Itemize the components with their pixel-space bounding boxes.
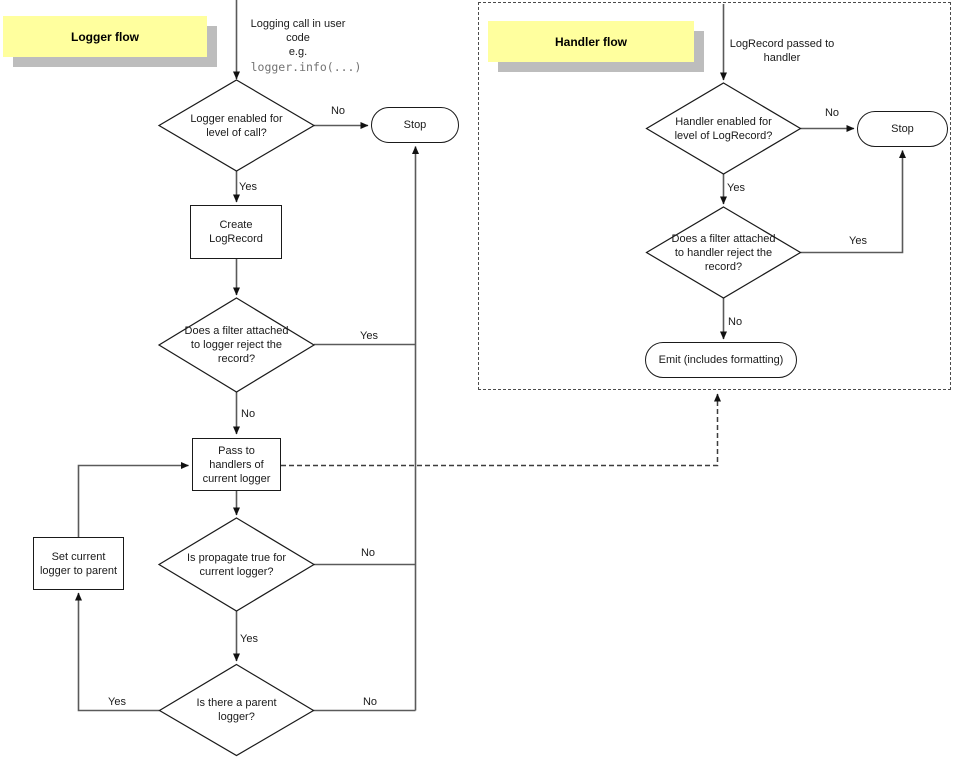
edge-label-propagate-yes: Yes: [240, 633, 258, 645]
decision-logger-filter-label: Does a filter attached to logger reject …: [184, 325, 289, 365]
decision-logger-filter: [157, 297, 316, 393]
edge-label-logger-filter-no: No: [241, 408, 256, 420]
decision-logger-propagate-label: Is propagate true for current logger?: [186, 551, 287, 578]
edge-pass-to-handler-flow-dashed: [281, 393, 721, 467]
decision-logger-parent: [158, 663, 315, 757]
edge-label-logger-level-no: No: [330, 105, 346, 117]
terminal-stop-handler-label: Stop: [891, 123, 914, 135]
edge-label-logger-filter-yes: Yes: [360, 330, 378, 342]
decision-handler-filter: [645, 206, 802, 299]
process-create-logrecord-label: Create LogRecord: [209, 219, 263, 245]
edge-handler-filter-yes: [800, 150, 906, 254]
decision-handler-filter-label: Does a filter attached to handler reject…: [671, 232, 776, 273]
decision-logger-level: [157, 79, 316, 172]
edge-label-handler-level-yes: Yes: [727, 182, 745, 194]
terminal-stop-handler: Stop: [857, 111, 948, 147]
process-pass-to-handlers: Pass to handlers of current logger: [192, 438, 281, 491]
edge-label-parent-yes: Yes: [108, 696, 126, 708]
handler-flow-title: Handler flow: [554, 34, 627, 49]
process-set-current-logger-label: Set current logger to parent: [39, 550, 118, 577]
terminal-stop-logger-label: Stop: [403, 119, 427, 131]
terminal-emit-label: Emit (includes formatting): [658, 354, 784, 366]
decision-handler-level: [645, 82, 802, 175]
decision-handler-level-label: Handler enabled for level of LogRecord?: [674, 115, 773, 142]
process-pass-to-handlers-label: Pass to handlers of current logger: [202, 444, 271, 485]
handler-flow-region: [478, 2, 951, 390]
logger-entry-code: logger.info(...): [250, 60, 362, 74]
edge-parent-yes: [75, 592, 160, 712]
edge-label-propagate-no: No: [360, 547, 376, 559]
edge-label-logger-level-yes: Yes: [239, 181, 257, 193]
note-handler-flow: Handler flow: [488, 21, 694, 62]
logger-flow-title: Logger flow: [71, 29, 139, 44]
note-logger-flow: Logger flow: [3, 16, 207, 57]
edge-label-parent-no: No: [362, 696, 378, 708]
edge-label-handler-filter-yes: Yes: [849, 235, 867, 247]
edge-setparent-to-pass: [77, 462, 189, 537]
process-set-current-logger: Set current logger to parent: [33, 537, 124, 590]
decision-logger-level-label: Logger enabled for level of call?: [190, 112, 283, 139]
process-create-logrecord: Create LogRecord: [190, 205, 282, 259]
decision-logger-propagate: [157, 517, 316, 612]
decision-logger-parent-label: Is there a parent logger?: [196, 697, 277, 723]
terminal-stop-logger: Stop: [371, 107, 459, 143]
edge-label-handler-filter-no: No: [728, 316, 743, 328]
handler-entry-label: LogRecord passed to handler: [729, 38, 835, 64]
terminal-emit: Emit (includes formatting): [645, 342, 797, 378]
edge-label-handler-level-no: No: [824, 107, 840, 119]
logger-entry-label: Logging call in user code e.g.: [250, 18, 346, 58]
